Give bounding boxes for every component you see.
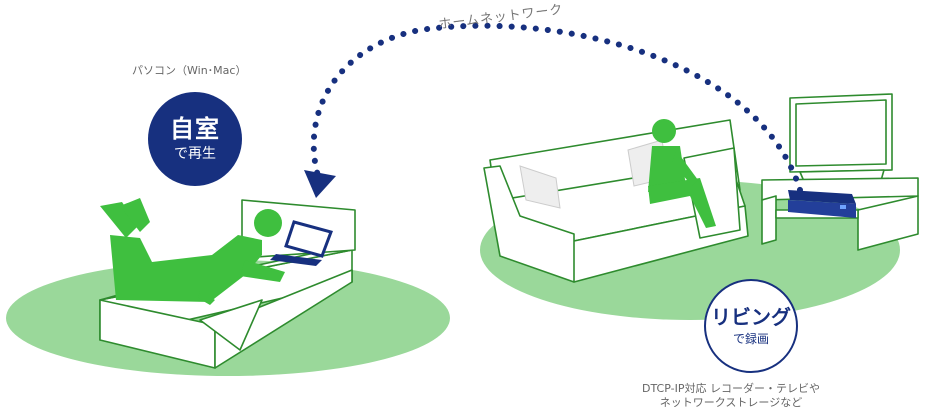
home-badge-line2: で再生 bbox=[174, 146, 216, 162]
lying-person bbox=[100, 198, 285, 305]
television bbox=[789, 93, 893, 187]
recorder-caption-line1: DTCP-IP対応 レコーダー・テレビや bbox=[642, 382, 820, 395]
recorder-device bbox=[788, 190, 856, 218]
home-badge-line1: 自室 bbox=[170, 115, 220, 143]
arrow-head bbox=[304, 170, 336, 198]
pc-label: パソコン（Win･Mac） bbox=[132, 64, 247, 77]
living-badge-line1: リビング bbox=[711, 305, 791, 329]
living-recording-badge: リビング で録画 bbox=[704, 279, 798, 373]
home-playback-badge: 自室 で再生 bbox=[148, 92, 242, 186]
recorder-caption-line2: ネットワークストレージなど bbox=[659, 396, 803, 409]
sitting-person bbox=[648, 119, 716, 228]
laptop bbox=[270, 220, 333, 266]
living-badge-line2: で録画 bbox=[732, 332, 769, 346]
recorder-caption: DTCP-IP対応 レコーダー・テレビや ネットワークストレージなど bbox=[642, 382, 820, 410]
network-arc bbox=[310, 22, 803, 193]
